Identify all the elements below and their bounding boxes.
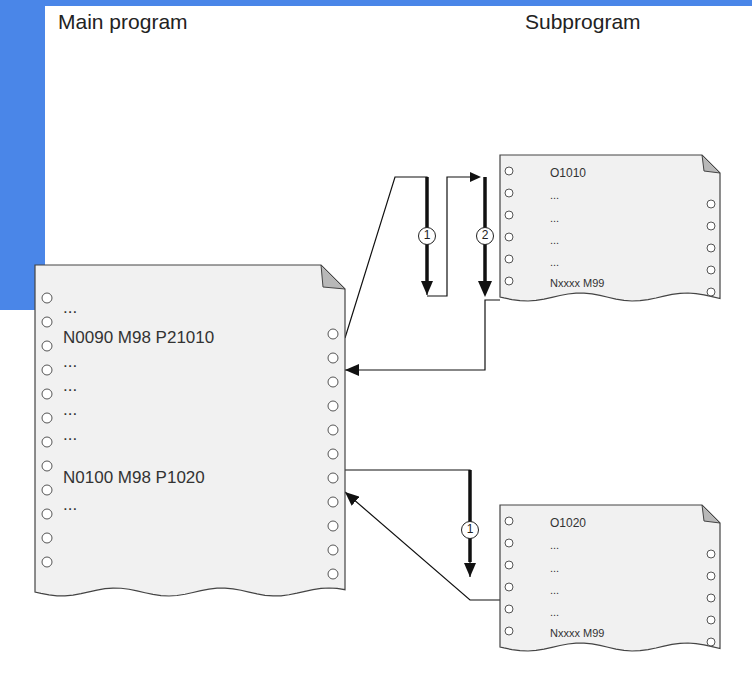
code-line: ... [63,352,77,372]
sheet-outline [35,265,345,596]
code-line: Nxxxx M99 [550,273,604,293]
feed-hole [707,616,715,624]
feed-hole [328,569,338,579]
feed-hole [42,557,52,567]
feed-hole [328,545,338,555]
feed-hole [328,521,338,531]
feed-hole [707,200,715,208]
feed-hole [505,517,513,525]
feed-hole [328,425,338,435]
code-line: O1020 [550,513,586,533]
callout-number: 1 [461,521,479,539]
feed-hole [42,437,52,447]
feed-hole [505,583,513,591]
feed-hole [42,533,52,543]
sheet-heading: Subprogram [525,10,641,34]
blue-top-band [0,0,752,6]
pass-arrow-head [478,281,492,297]
blue-band [0,0,45,310]
feed-hole [707,550,715,558]
code-line: ... [63,376,77,396]
dog-ear [702,505,720,523]
feed-hole [707,222,715,230]
program-sheet: O1010............Nxxxx M99 [500,155,720,305]
paper-sheet [500,155,720,309]
feed-hole [328,329,338,339]
feed-hole [707,288,715,296]
feed-hole [505,627,513,635]
callout-number: 2 [476,227,494,245]
code-line: ... [550,185,559,205]
feed-hole [707,266,715,274]
feed-hole [328,377,338,387]
code-line: Nxxxx M99 [550,623,604,643]
program-sheet: ... N0090 M98 P21010............ N0100 M98… [35,265,345,600]
feed-hole [42,317,52,327]
feed-hole [505,211,513,219]
code-line: N0090 M98 P21010 [63,328,214,348]
flow-connector [345,177,427,338]
feed-hole [42,341,52,351]
sheet-outline [500,155,720,301]
feed-hole [707,572,715,580]
code-line: ... [550,602,559,622]
code-line: ... [550,230,559,250]
dog-ear [321,265,345,289]
flow-connector [345,300,500,370]
code-line: ... [550,535,559,555]
feed-hole [328,449,338,459]
code-line: ... [550,252,559,272]
code-line: ... [550,580,559,600]
repeat-link-head [470,172,481,182]
program-sheet: O1020............Nxxxx M99 [500,505,720,655]
paper-sheet [35,265,345,604]
feed-hole [505,255,513,263]
code-line: N0100 M98 P1020 [63,468,205,488]
flow-connector [345,492,500,600]
feed-hole [42,485,52,495]
paper-sheet [500,505,720,659]
feed-hole [328,473,338,483]
code-line: ... [550,208,559,228]
feed-hole [505,539,513,547]
dog-ear [702,155,720,173]
code-line: ... [63,495,77,515]
feed-hole [505,277,513,285]
feed-hole [505,189,513,197]
feed-hole [505,605,513,613]
code-line: ... [550,558,559,578]
feed-hole [707,244,715,252]
feed-hole [42,365,52,375]
sheet-outline [500,505,720,651]
feed-hole [42,389,52,399]
feed-hole [505,167,513,175]
feed-hole [707,594,715,602]
callout-number: 1 [418,227,436,245]
sheet-heading: Main program [58,10,188,34]
code-line: ... [63,425,77,445]
feed-hole [42,293,52,303]
feed-hole [707,638,715,646]
feed-hole [505,233,513,241]
feed-hole [505,561,513,569]
feed-hole [328,497,338,507]
flow-connector [345,470,470,577]
code-line: ... [63,298,77,318]
feed-hole [328,401,338,411]
code-line: O1010 [550,163,586,183]
code-line: ... [63,400,77,420]
feed-hole [42,413,52,423]
feed-hole [42,509,52,519]
feed-hole [42,461,52,471]
feed-hole [328,353,338,363]
